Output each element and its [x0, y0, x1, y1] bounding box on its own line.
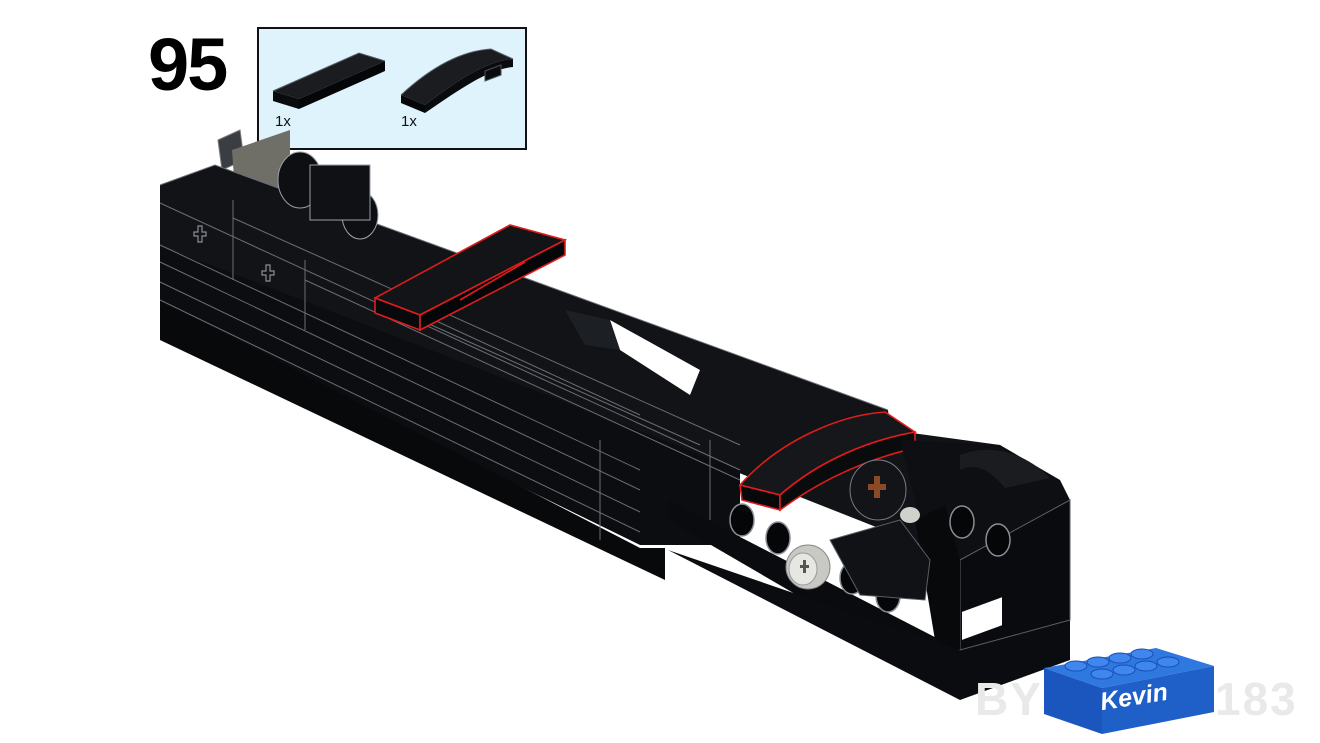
part-quantity: 1x — [401, 113, 417, 130]
parts-illustration — [272, 48, 514, 113]
parts-callout: 1x 1x — [257, 27, 527, 150]
grey-pin — [785, 544, 831, 590]
center-opening — [610, 320, 700, 395]
tile-part-icon — [272, 52, 386, 109]
curved-slope-part-icon — [400, 48, 514, 113]
side-axle-holes — [193, 225, 275, 282]
internal-gear — [277, 151, 379, 240]
new-tile-highlight — [373, 224, 568, 332]
watermark-suffix: 183 — [1215, 673, 1298, 725]
brown-axle — [849, 459, 920, 523]
watermark-prefix: BY — [975, 673, 1043, 725]
step-number: 95 — [148, 23, 228, 106]
model-side-face — [160, 185, 740, 545]
blue-brick-logo — [1044, 648, 1214, 734]
part-quantity: 1x — [275, 113, 291, 130]
